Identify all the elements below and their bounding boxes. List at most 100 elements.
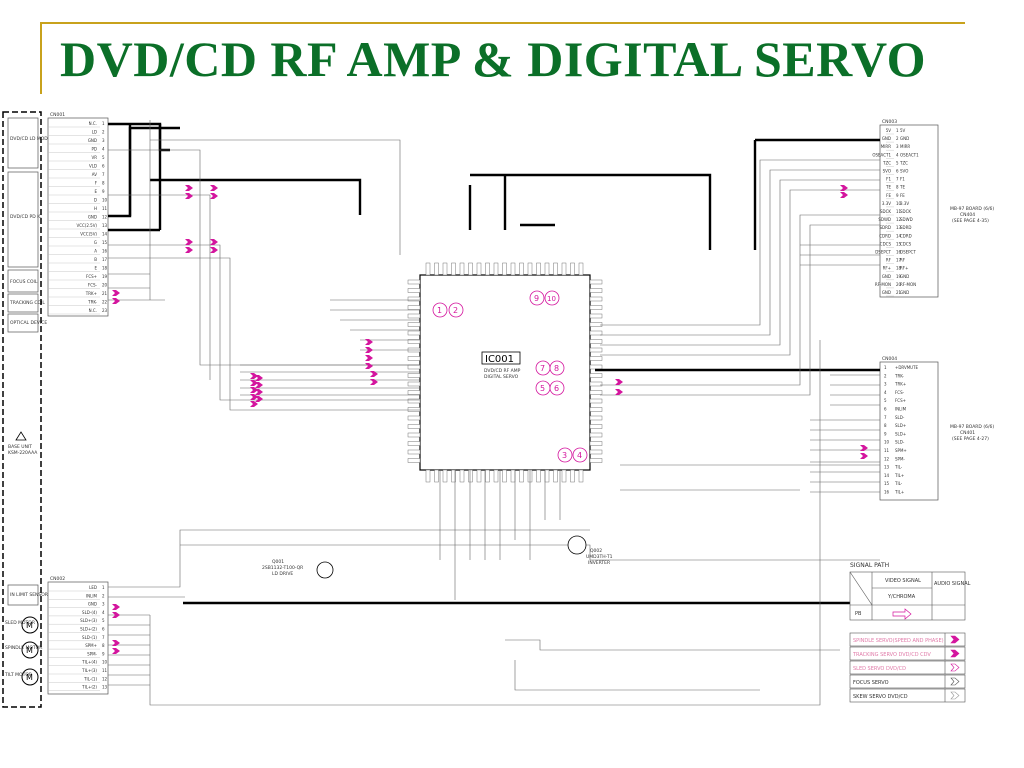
ic-pin-bottom bbox=[553, 469, 558, 483]
cn003-pin-label: GND bbox=[900, 274, 909, 279]
cn001-pin: AV bbox=[92, 172, 97, 177]
cn001-pin-number: 2 bbox=[102, 130, 105, 135]
cn001-pin-number: 12 bbox=[102, 215, 108, 220]
spindle-motor-m: M bbox=[26, 646, 33, 655]
signal-arrow-icon bbox=[112, 648, 120, 654]
connector-cn001 bbox=[47, 117, 109, 317]
callout-8 bbox=[549, 360, 565, 376]
ic-pin-right bbox=[589, 373, 603, 378]
ic-pin-right bbox=[589, 398, 603, 404]
ic-pin-right bbox=[589, 322, 603, 327]
cn002-pin: INLIM bbox=[86, 593, 98, 598]
cn004-pin-number: 9 bbox=[884, 431, 887, 436]
base-unit-label-2: KSM-220AAA bbox=[8, 450, 38, 456]
cn003-pin: CDRD bbox=[879, 233, 891, 238]
legend-table bbox=[849, 571, 966, 621]
ic-pin-right bbox=[589, 415, 603, 421]
ic-pin-top bbox=[442, 262, 448, 276]
ic-pin-right bbox=[589, 381, 603, 387]
cn004-pin-number: 4 bbox=[884, 390, 887, 395]
q001-part: 2SB1132-T100-QR bbox=[262, 565, 303, 571]
cn002-pin-number: 8 bbox=[102, 643, 105, 648]
cn002-pin: SLD+(2) bbox=[80, 627, 97, 632]
cn001-ref: CN001 bbox=[50, 112, 65, 118]
ic-pin-left bbox=[407, 449, 421, 455]
sled-motor-m: M bbox=[26, 621, 33, 630]
legend-item-row bbox=[849, 660, 966, 675]
thin-wires bbox=[108, 120, 880, 706]
cn003-pin-number: 2 bbox=[896, 136, 899, 141]
cn003-pin: RF bbox=[886, 258, 892, 263]
q001-ref: Q001 bbox=[272, 559, 284, 565]
cn003-pin: TZC bbox=[882, 160, 891, 165]
legend-title: SIGNAL PATH bbox=[850, 562, 889, 569]
ic-pin-top bbox=[527, 262, 533, 276]
ic-pin-left bbox=[407, 279, 421, 285]
cn004-pin-label: TIL+ bbox=[894, 473, 904, 478]
cn003-pin-label: TE bbox=[899, 185, 905, 190]
ic-pin-bottom bbox=[578, 469, 584, 483]
cn003-pin: RF-MON bbox=[875, 282, 891, 287]
ic-pin-bottom bbox=[502, 469, 507, 483]
cn002-pin-number: 12 bbox=[102, 676, 108, 681]
callout-7-text: 7 bbox=[540, 364, 545, 373]
cn001-pin-number: 22 bbox=[102, 300, 108, 305]
ic-pin-top bbox=[578, 262, 584, 276]
ic-pin-left bbox=[407, 356, 421, 361]
cn004-pin-label: TIL- bbox=[894, 465, 903, 470]
cn001-pin-number: 9 bbox=[102, 189, 105, 194]
cn003-pin: FE bbox=[886, 193, 891, 198]
ic-pin-left bbox=[407, 322, 421, 327]
ic-pin-left bbox=[407, 398, 421, 404]
signal-arrow-icon bbox=[250, 387, 258, 393]
ic001-label-box bbox=[481, 351, 521, 365]
cn001-pin: VCC(5V) bbox=[80, 232, 97, 237]
callout-2-text: 2 bbox=[453, 306, 458, 315]
cn001-pin: GND bbox=[88, 138, 97, 143]
cn003-pin-label: SVO bbox=[900, 169, 908, 174]
cn001-pin-number: 5 bbox=[102, 155, 105, 160]
left-rule bbox=[40, 22, 42, 94]
cn004-pin-label: INLIM bbox=[895, 407, 907, 412]
ic-pin-top bbox=[544, 262, 550, 276]
ic-pin-bottom bbox=[493, 469, 499, 483]
cn003-pin-number: 11 bbox=[896, 209, 902, 214]
cn003-pin-number: 19 bbox=[896, 274, 902, 279]
signal-arrow-icon bbox=[112, 612, 120, 618]
ic-pin-bottom bbox=[434, 469, 439, 483]
cn003-pin-label: RF-MON bbox=[900, 282, 916, 287]
cn004-pin-label: TRK- bbox=[894, 373, 904, 378]
cn001-pin-number: 7 bbox=[102, 172, 105, 177]
cn004-pin-label: TRK+ bbox=[894, 382, 906, 387]
signal-arrow-icon bbox=[255, 389, 263, 395]
ic-pin-top bbox=[425, 262, 431, 276]
legend-item-row bbox=[849, 688, 966, 703]
cn001-pin: F bbox=[95, 181, 98, 186]
cn001-pin-number: 20 bbox=[102, 283, 108, 288]
signal-arrow-icon bbox=[112, 604, 120, 610]
cn004-pin-label: SPM- bbox=[895, 456, 905, 461]
cn001-pin-number: 8 bbox=[102, 181, 105, 186]
inlimit-label: IN LIMIT SENSOR bbox=[10, 592, 48, 598]
cn001-pin: N.C. bbox=[89, 308, 97, 313]
cn003-pin: SVO bbox=[883, 169, 891, 174]
cn001-pin-number: 6 bbox=[102, 164, 105, 169]
ic-pin-right bbox=[589, 449, 603, 455]
cn002-pin: LED bbox=[89, 585, 97, 590]
cn001-pin: GND bbox=[88, 215, 97, 220]
ic-pin-right bbox=[589, 347, 603, 353]
ic-pin-left bbox=[407, 373, 421, 378]
callout-1-text: 1 bbox=[437, 306, 442, 315]
ic-pin-left bbox=[407, 305, 421, 310]
spindle-motor-icon bbox=[21, 641, 39, 659]
q002-transistor-icon bbox=[567, 535, 587, 555]
ic-pin-right bbox=[589, 390, 603, 395]
cn001-pin: VLD bbox=[89, 164, 97, 169]
cn003-pin-number: 20 bbox=[896, 282, 902, 287]
legend-item-arrow-icon bbox=[950, 677, 960, 686]
legend-col-video: VIDEO SIGNAL bbox=[885, 578, 921, 584]
cn003-pin: OSEACT1 bbox=[872, 152, 891, 157]
cn003-pin-label: 3.3V bbox=[900, 201, 909, 206]
ic-pin-right bbox=[589, 288, 603, 293]
signal-arrow-icon bbox=[370, 379, 378, 385]
